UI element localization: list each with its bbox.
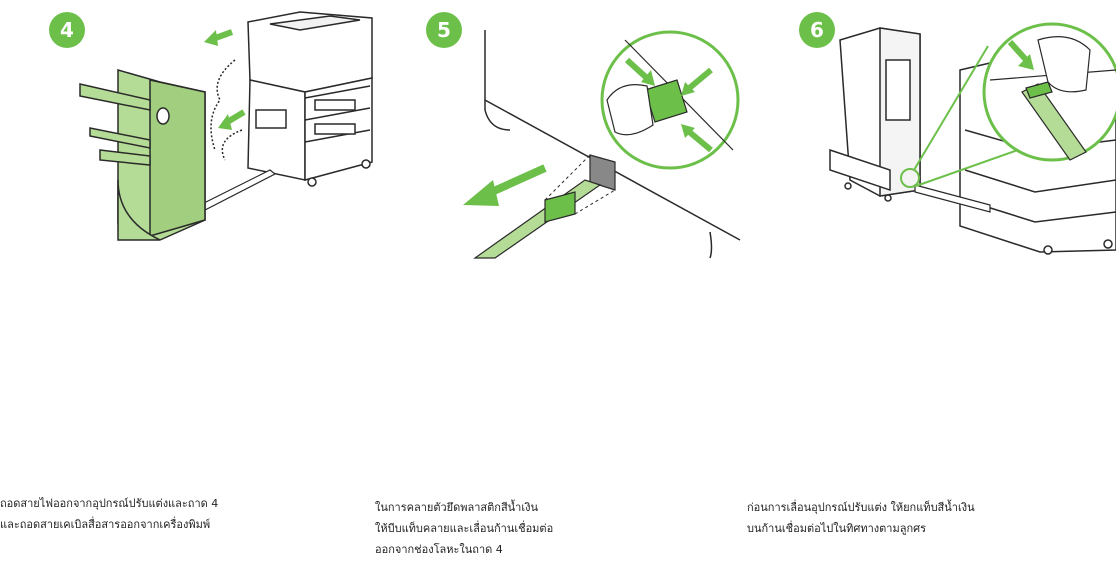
step-5-caption-line: ให้บีบแท็บคลายและเลื่อนก้านเชื่อมต่อ: [375, 522, 554, 535]
step-6-caption-line: บนก้านเชื่อมต่อไปในทิศทางตามลูกศร: [747, 522, 926, 535]
step-4-caption-line: ถอดสายไฟออกจากอุปกรณ์ปรับแต่งและถาด 4: [0, 497, 219, 510]
step-4-illustration: [79, 11, 373, 241]
step-5-caption-line: ในการคลายตัวยึดพลาสติกสีน้ำเงิน: [375, 501, 539, 514]
step-4-caption-line: และถอดสายเคเบิลสื่อสารออกจากเครื่องพิมพ์: [0, 518, 211, 531]
step-5-number-badge: 5: [426, 12, 462, 48]
step-4-caption: ถอดสายไฟออกจากอุปกรณ์ปรับแต่งและถาด 4 แล…: [0, 493, 218, 535]
step-6-illustration: [829, 22, 1116, 255]
step-6-caption: ก่อนการเลื่อนอุปกรณ์ปรับแต่ง ให้ยกแท็บสี…: [747, 497, 975, 539]
step-6-panel: 6: [790, 0, 1116, 270]
step-6-caption-line: ก่อนการเลื่อนอุปกรณ์ปรับแต่ง ให้ยกแท็บสี…: [747, 501, 975, 514]
step-5-panel: 5: [415, 0, 755, 270]
step-5-caption-line: ออกจากช่องโลหะในถาด 4: [375, 543, 503, 556]
step-4-panel: 4: [0, 0, 380, 270]
step-5-caption: ในการคลายตัวยึดพลาสติกสีน้ำเงิน ให้บีบแท…: [375, 497, 553, 560]
step-4-number-badge: 4: [49, 12, 85, 48]
step-5-illustration: [463, 30, 741, 259]
step-6-number-badge: 6: [799, 12, 835, 48]
